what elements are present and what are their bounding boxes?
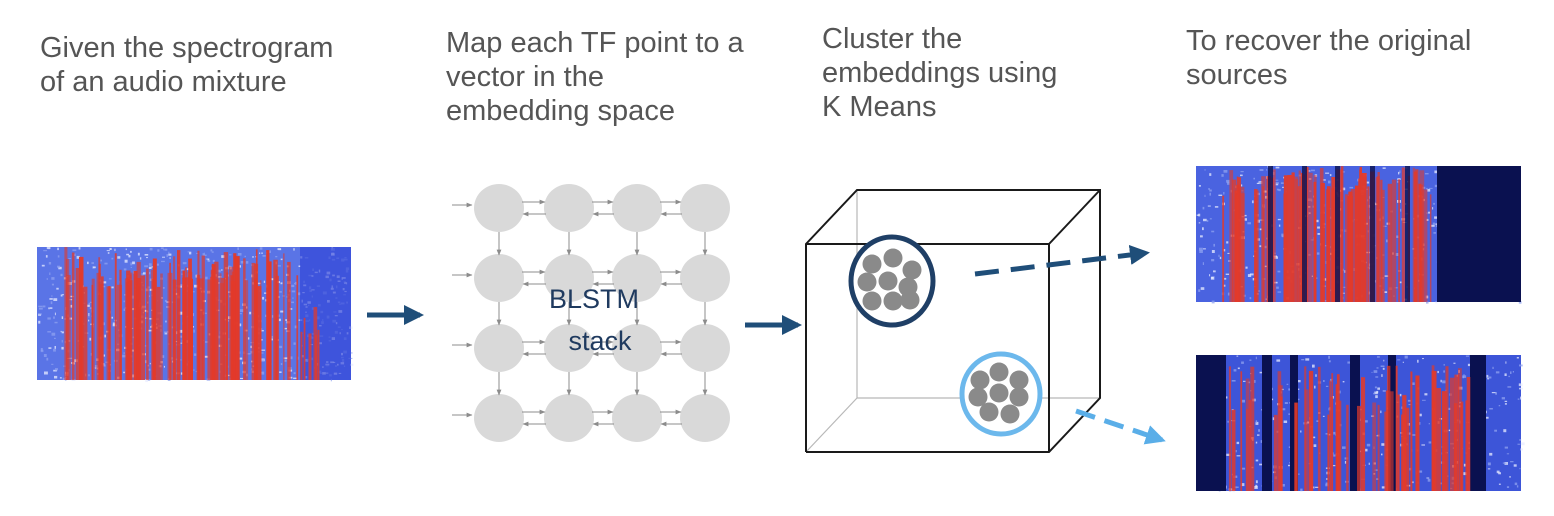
caption-line: Given the spectrogram <box>40 32 334 64</box>
caption-line: K Means <box>822 91 937 123</box>
caption-line: sources <box>1186 59 1288 91</box>
output-arrow-source2 <box>1075 408 1166 445</box>
blstm-label-line2: stack <box>568 326 632 356</box>
caption-line: Cluster the <box>822 23 963 55</box>
output-arrow-source1 <box>974 245 1150 277</box>
cluster-1 <box>848 234 936 328</box>
source-spectrogram-1 <box>1196 166 1522 304</box>
caption-line: embedding space <box>446 95 675 127</box>
caption-line: To recover the original <box>1186 25 1472 57</box>
embedding-space-cube <box>805 189 1101 453</box>
caption-line: of an audio mixture <box>40 66 287 98</box>
cluster-2 <box>959 351 1043 437</box>
step-caption-cluster: Cluster the embeddings using K Means <box>822 22 1057 124</box>
caption-line: vector in the <box>446 61 604 93</box>
step-caption-embedding: Map each TF point to a vector in the emb… <box>446 26 744 128</box>
step-caption-recover: To recover the original sources <box>1186 24 1471 92</box>
step-caption-mixture: Given the spectrogram of an audio mixtur… <box>40 31 333 99</box>
source-spectrogram-2 <box>1196 355 1525 493</box>
caption-line: embeddings using <box>822 57 1058 89</box>
mixture-spectrogram <box>37 247 354 383</box>
blstm-label-line1: BLSTM <box>549 284 639 314</box>
blstm-network <box>452 184 730 442</box>
caption-line: Map each TF point to a <box>446 27 744 59</box>
